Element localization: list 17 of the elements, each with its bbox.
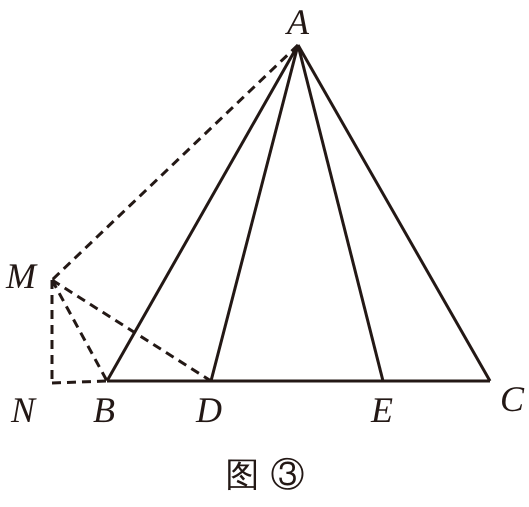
line-segment (296, 44, 384, 382)
point-label: M (6, 258, 36, 294)
point-label: B (89, 392, 119, 428)
dashed-line-segment (50, 44, 300, 282)
point-label: A (283, 4, 313, 40)
point-label: C (497, 381, 527, 417)
line-segment (383, 380, 490, 382)
dashed-line-segment (51, 278, 212, 382)
line-segment (107, 380, 211, 382)
line-segment (296, 44, 492, 382)
point-label: E (367, 392, 397, 428)
line-segment (211, 380, 383, 382)
point-label: N (8, 392, 38, 428)
dashed-line-segment (52, 380, 108, 384)
dashed-line-segment (50, 279, 108, 382)
point-label: D (194, 392, 224, 428)
figure-caption: 图 ③ (224, 454, 306, 497)
